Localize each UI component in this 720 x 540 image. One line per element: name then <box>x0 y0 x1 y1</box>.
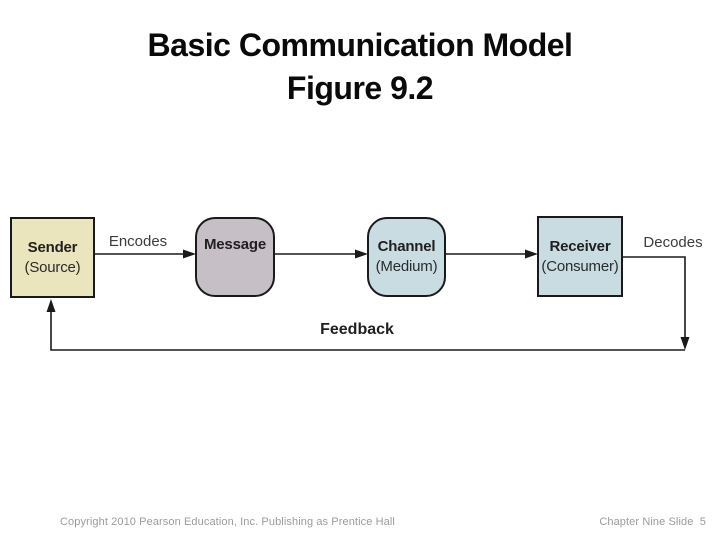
node-sender-title: Sender <box>27 238 78 256</box>
arrowhead-into-sender <box>46 299 56 312</box>
node-receiver-title: Receiver <box>549 237 611 255</box>
footer-chapter-slide-number: Chapter Nine Slide 5 <box>599 516 706 528</box>
edge-label-encodes: Encodes <box>108 233 168 250</box>
node-receiver: Receiver (Consumer) <box>537 216 623 297</box>
node-sender: Sender (Source) <box>10 217 95 298</box>
edge-label-feedback: Feedback <box>320 321 394 338</box>
node-channel-subtitle: (Medium) <box>375 258 438 275</box>
node-sender-subtitle: (Source) <box>24 258 81 276</box>
node-message-title: Message <box>204 236 266 253</box>
slide-title-line-2: Figure 9.2 <box>286 70 434 106</box>
arrowhead-feedback-down <box>680 337 690 350</box>
footer-copyright: Copyright 2010 Pearson Education, Inc. P… <box>60 516 395 528</box>
node-receiver-subtitle: (Consumer) <box>541 257 619 275</box>
node-channel: Channel (Medium) <box>367 217 446 297</box>
slide-title-line-1: Basic Communication Model <box>147 27 573 63</box>
node-channel-title: Channel <box>377 238 436 255</box>
edge-receiver-decodes <box>623 256 686 338</box>
node-message: Message <box>195 217 275 297</box>
edge-label-decodes: Decodes <box>643 234 703 251</box>
